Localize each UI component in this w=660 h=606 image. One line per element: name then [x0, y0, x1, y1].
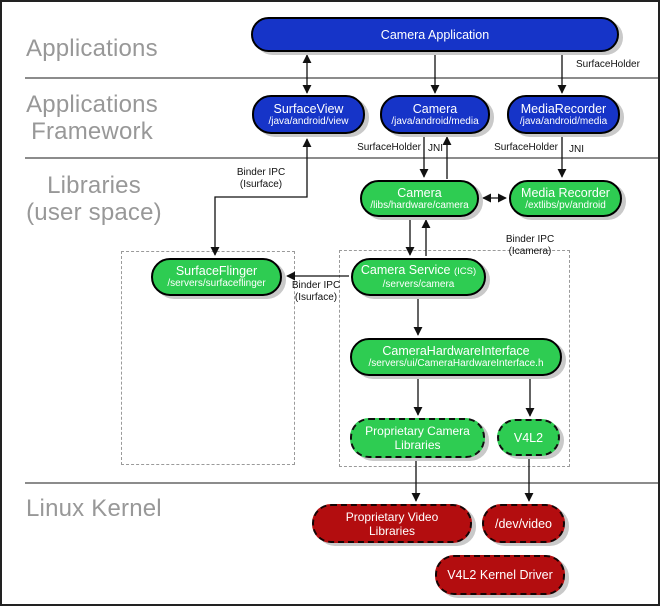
node-title: MediaRecorder — [520, 101, 607, 116]
layer-label-applications-framework: Applications Framework — [26, 91, 158, 145]
divider-applications — [25, 77, 658, 79]
layer-label-libraries: Libraries (user space) — [26, 172, 162, 226]
divider-framework — [25, 157, 658, 159]
node-path: /servers/ui/CameraHardwareInterface.h — [368, 358, 544, 370]
edge-label-binder-ipc-isurface-cameraservice: Binder IPC (Isurface) — [291, 280, 341, 303]
node-proprietary-video-libraries: Proprietary Video Libraries — [312, 504, 472, 543]
layer-label-applications: Applications — [26, 35, 158, 62]
node-media-recorder-library: Media Recorder /extlibs/pv/android — [509, 180, 622, 217]
node-title-suffix: (ICS) — [453, 266, 477, 278]
node-title-text: Camera Service — [360, 263, 451, 278]
node-title: CameraHardwareInterface — [382, 344, 530, 359]
divider-kernel — [25, 482, 658, 484]
node-path: /libs/hardware/camera — [370, 199, 469, 211]
node-camera-application: Camera Application — [251, 17, 619, 52]
node-title: Camera — [412, 101, 458, 116]
node-path: /java/android/media — [519, 115, 608, 127]
layer-label-linux-kernel: Linux Kernel — [26, 495, 162, 522]
node-camera-hardware-interface: CameraHardwareInterface /servers/ui/Came… — [350, 338, 562, 376]
node-camera-library: Camera /libs/hardware/camera — [360, 180, 479, 217]
node-camera-framework: Camera /java/android/media — [380, 95, 490, 134]
node-title: SurfaceFlinger — [175, 264, 258, 279]
node-path: /extlibs/pv/android — [525, 199, 606, 211]
edge-label-binder-ipc-isurface-surfaceview: Binder IPC (Isurface) — [236, 167, 286, 190]
node-proprietary-camera-libraries: Proprietary Camera Libraries — [350, 418, 485, 458]
node-title: Camera Application — [380, 27, 490, 42]
edge-label-jni-mediarecorder: JNI — [569, 144, 584, 155]
node-path: /servers/camera — [382, 279, 455, 291]
node-media-recorder-framework: MediaRecorder /java/android/media — [507, 95, 620, 134]
node-title: Camera Service (ICS) — [361, 263, 476, 279]
node-path: /servers/surfaceflinger — [167, 278, 266, 290]
node-path: /java/android/view — [268, 115, 349, 127]
node-v4l2-kernel-driver: V4L2 Kernel Driver — [435, 555, 565, 595]
node-surface-view: SurfaceView /java/android/view — [252, 95, 365, 134]
node-dev-video: /dev/video — [482, 504, 565, 543]
edge-label-surfaceholder-mediarecorder: SurfaceHolder — [494, 142, 558, 153]
node-path: /java/android/media — [391, 115, 479, 127]
node-camera-service: Camera Service (ICS) /servers/camera — [351, 258, 486, 296]
node-title: Proprietary Camera Libraries — [365, 424, 470, 452]
edge-label-binder-ipc-icamera: Binder IPC (Icamera) — [505, 234, 555, 257]
node-surface-flinger: SurfaceFlinger /servers/surfaceflinger — [151, 258, 282, 296]
cameraservice-process-boundary — [339, 250, 570, 467]
node-title: Proprietary Video Libraries — [345, 509, 439, 538]
surfaceflinger-process-boundary — [121, 251, 295, 465]
node-title: /dev/video — [495, 516, 552, 531]
node-title: V4L2 — [513, 430, 544, 445]
node-title: SurfaceView — [273, 101, 344, 116]
edge-label-surfaceholder-camera: SurfaceHolder — [357, 142, 421, 153]
node-title: Media Recorder — [521, 185, 610, 200]
edge-label-surfaceholder-top: SurfaceHolder — [576, 59, 640, 70]
node-title: Camera — [397, 185, 442, 200]
node-v4l2: V4L2 — [497, 419, 560, 456]
node-title: V4L2 Kernel Driver — [447, 568, 553, 582]
edge-label-jni-camera: JNI — [428, 143, 443, 154]
